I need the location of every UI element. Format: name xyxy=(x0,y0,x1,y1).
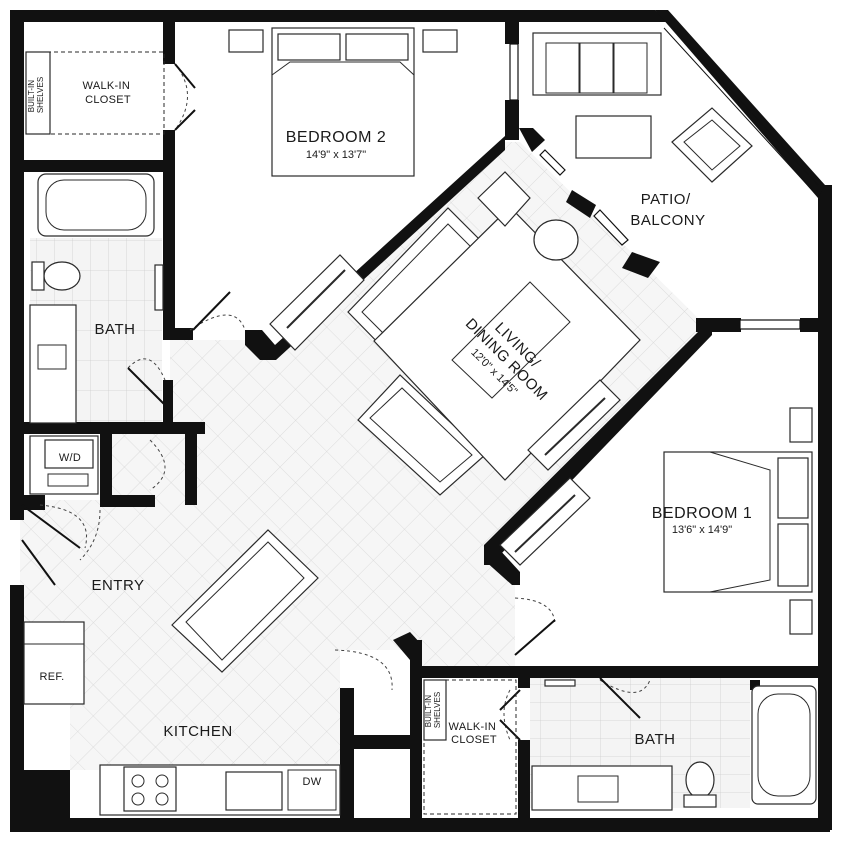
lower-closet xyxy=(423,679,517,815)
patio-furniture xyxy=(532,32,753,183)
kitchen-label: KITCHEN xyxy=(163,723,232,740)
bath-upper-label: BATH xyxy=(95,321,136,338)
closet-lower-shelves-label: BUILT-IN SHELVES xyxy=(424,692,442,728)
closet-lower-label: WALK-IN CLOSET xyxy=(449,721,500,746)
entry-kitchen-furniture xyxy=(23,529,341,816)
bath-lower-label: BATH xyxy=(635,731,676,748)
upper-bath-fixtures xyxy=(29,173,164,424)
doors xyxy=(21,63,651,741)
closet-upper-shelves-label: BUILT-IN SHELVES xyxy=(27,77,45,113)
bedroom2-dims: 14'9" x 13'7" xyxy=(306,149,366,161)
bedroom2-furniture xyxy=(228,27,458,351)
patio-label: PATIO/ BALCONY xyxy=(630,191,705,229)
upper-closet xyxy=(25,51,165,135)
bedroom1-label: BEDROOM 1 xyxy=(652,505,753,522)
bedroom1-furniture xyxy=(499,407,813,635)
entry-label: ENTRY xyxy=(91,577,144,594)
washer-dryer-label: W/D xyxy=(59,452,81,464)
closet-upper-label: WALK-IN CLOSET xyxy=(83,80,134,106)
refrigerator-label: REF. xyxy=(39,671,64,683)
walls xyxy=(10,10,832,832)
windows xyxy=(509,21,819,330)
dishwasher-label: DW xyxy=(303,776,322,788)
bedroom1-dims: 13'6" x 14'9" xyxy=(672,524,732,536)
washer-dryer xyxy=(29,435,99,495)
lower-bath-fixtures xyxy=(531,679,817,811)
living-furniture xyxy=(347,171,641,496)
bedroom2-label: BEDROOM 2 xyxy=(286,129,387,146)
